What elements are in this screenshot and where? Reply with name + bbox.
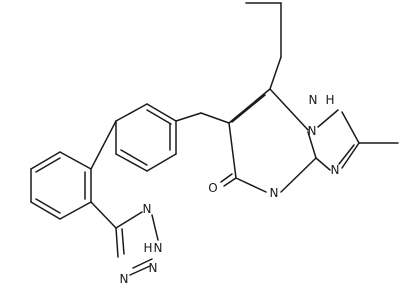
- propyl-chain: [245, 2, 282, 90]
- pyrimidinone-ring: [228, 88, 317, 193]
- atom-label-nh-triazole-h: H: [325, 93, 334, 107]
- atom-label-bridgehead-n: N: [308, 124, 317, 138]
- atom-label-tetrazole-n3: N: [149, 261, 158, 275]
- atom-label-tetrazole-n1: N: [143, 202, 152, 216]
- atom-label-tetrazole-n4: N: [120, 272, 129, 286]
- atom-label-tetrazole-nh: N: [154, 241, 163, 255]
- atom-label-pyrimidine-n: N: [270, 186, 279, 200]
- triazole-ring: [315, 109, 399, 171]
- atom-label-triazole-n: N: [331, 163, 340, 177]
- phenylene-ring: [115, 103, 177, 172]
- carbonyl-group: [220, 173, 237, 187]
- phenyl-ring: [30, 151, 92, 220]
- biphenyl-bond: [90, 120, 117, 170]
- atom-label-tetrazole-nh-h: H: [143, 241, 152, 255]
- atom-label-nh-triazole: N: [309, 93, 318, 107]
- atom-label-carbonyl-o: O: [208, 181, 217, 195]
- tetrazole-ring: [90, 201, 159, 276]
- methylene-bridge: [175, 112, 230, 124]
